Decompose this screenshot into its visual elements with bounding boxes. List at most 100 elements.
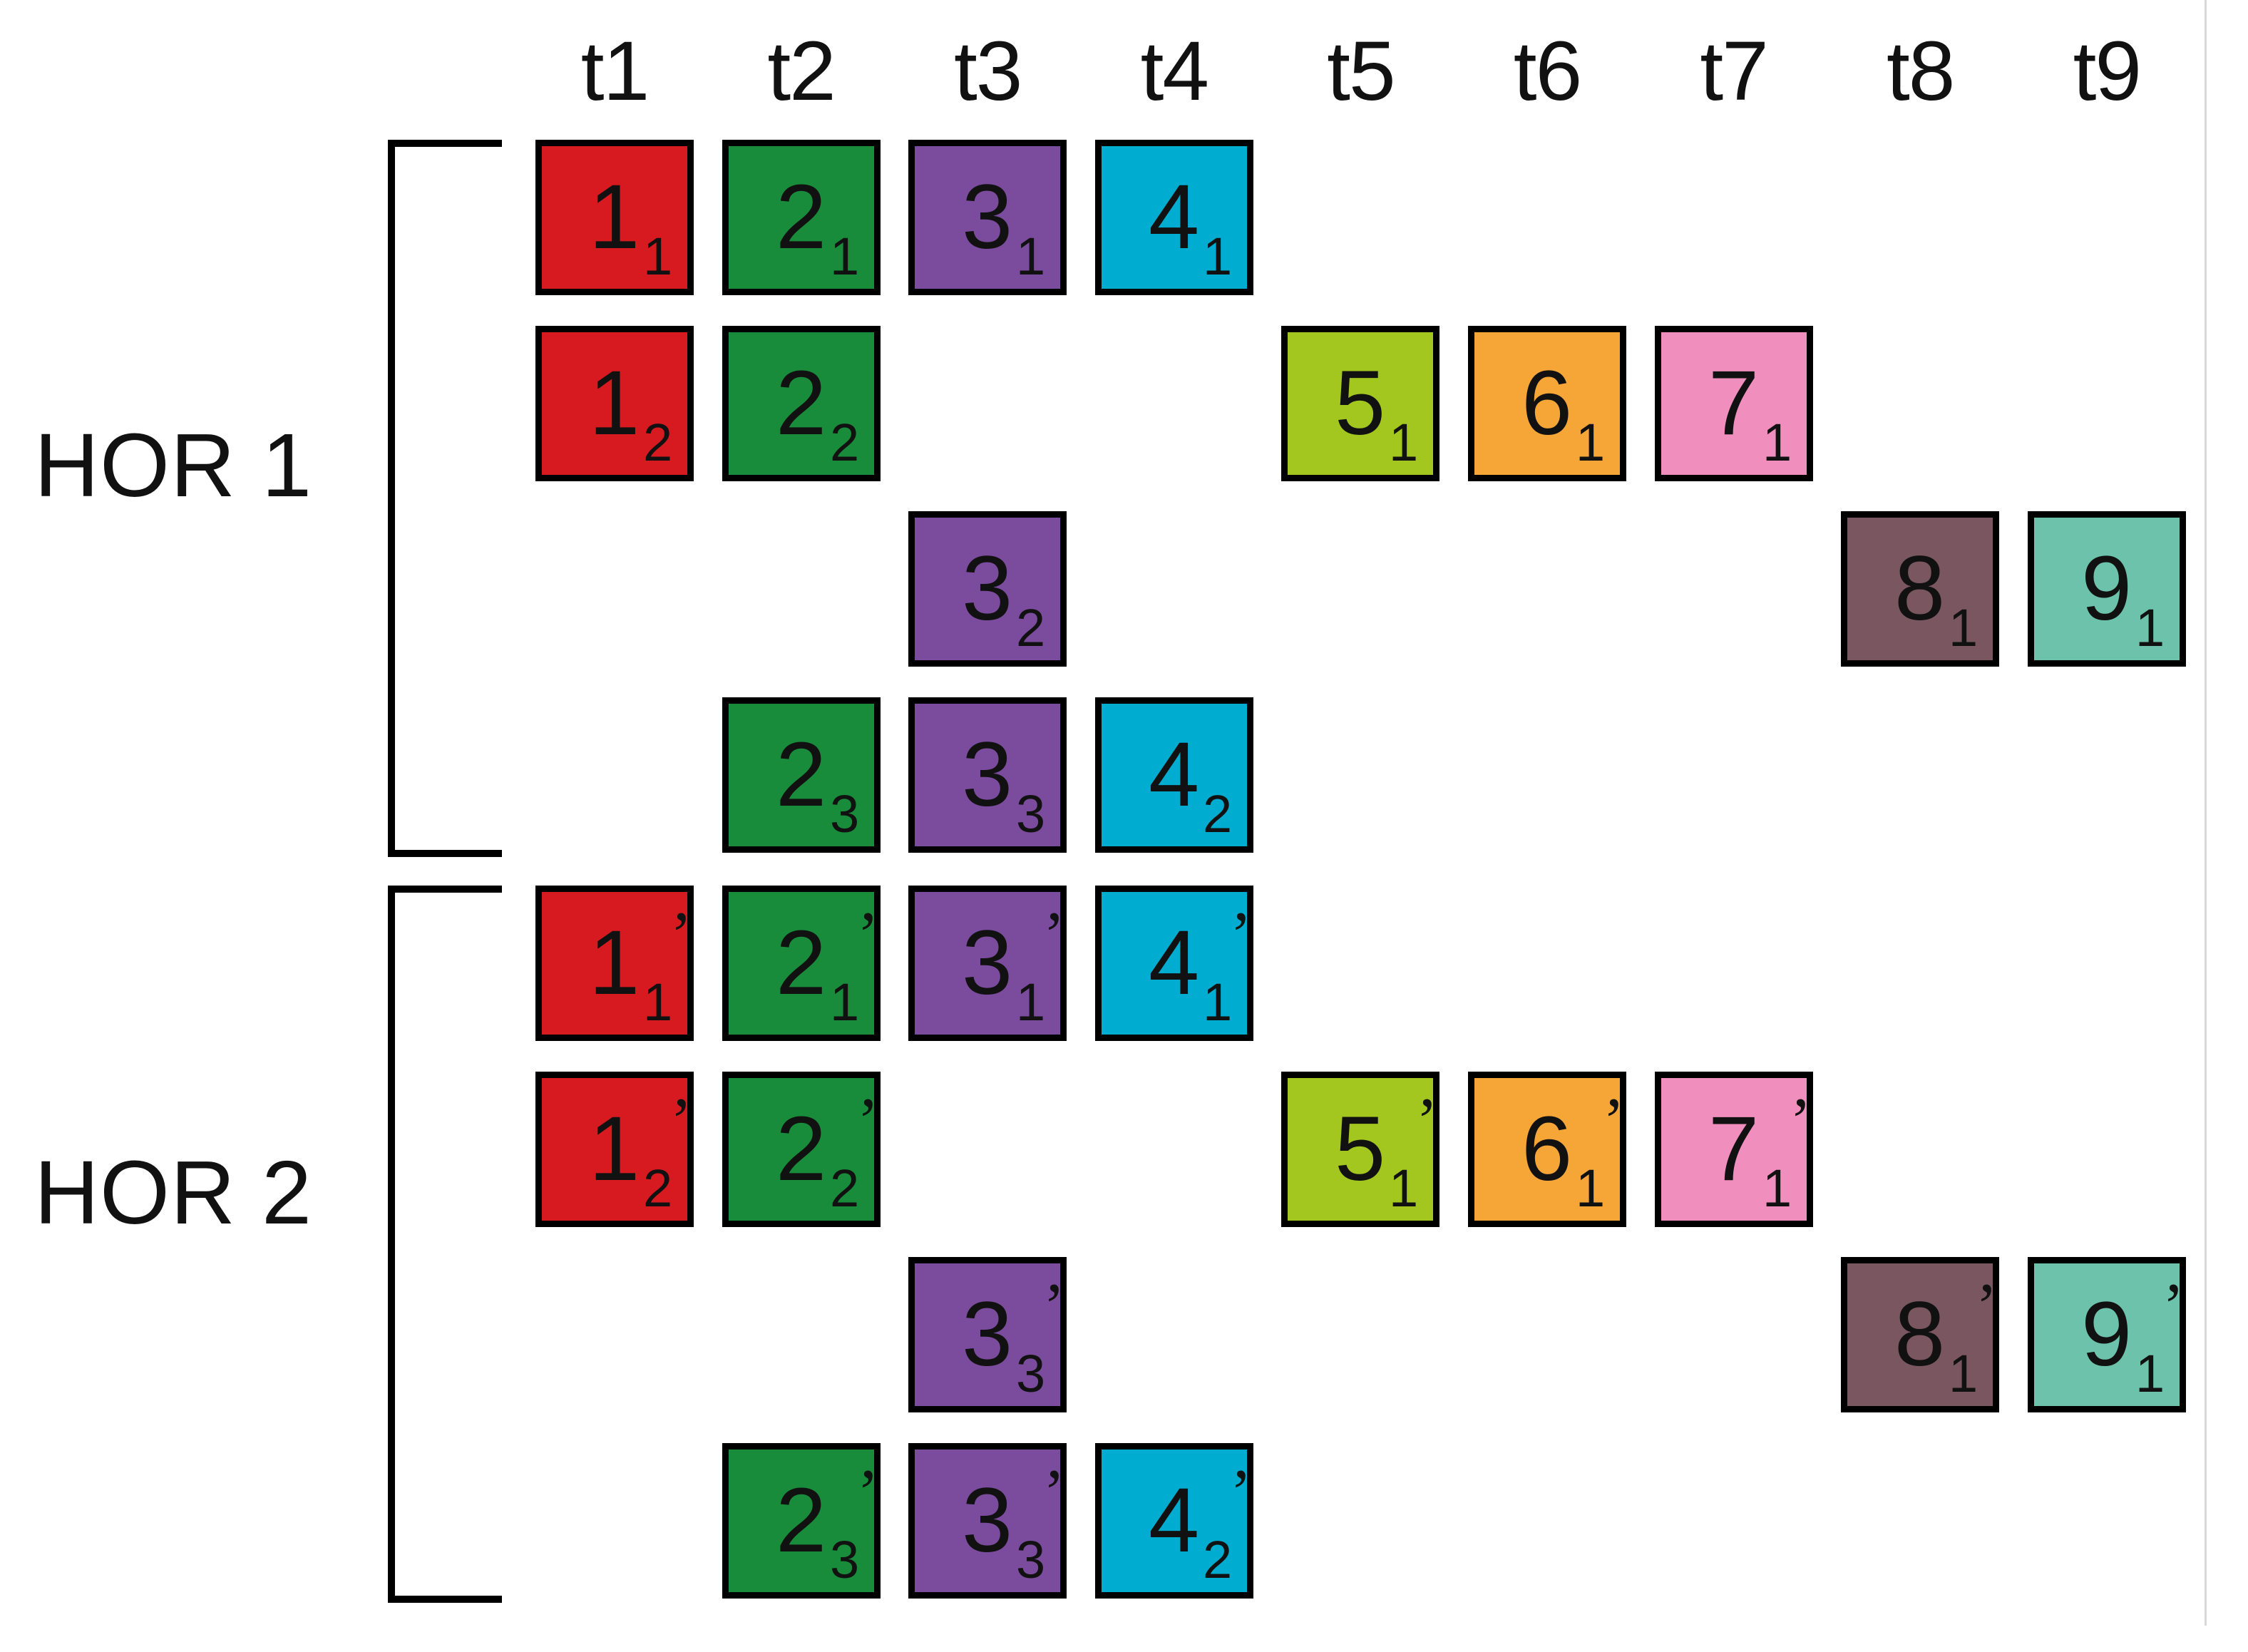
group-bracket [388,140,502,857]
task-subscript: 1 [1016,227,1045,286]
task-number: 5 [1335,1098,1385,1200]
task-subscript: 1 [643,973,672,1032]
task-subscript: 2 [1203,1530,1232,1589]
task-number: 3 [962,912,1012,1014]
task-prime-mark: ’ [1416,1084,1438,1157]
time-step-label-t3: t3 [953,24,1022,118]
task-number: 9 [2081,538,2132,640]
right-border-line [2205,0,2207,1626]
task-subscript: 2 [830,413,859,472]
group-label: HOR 2 [34,1142,313,1243]
task-prime-mark: ’ [2162,1270,2185,1343]
task-prime-mark: ’ [857,898,879,971]
task-subscript: 1 [1389,1159,1418,1218]
task-subscript: 1 [1949,1344,1978,1403]
task-subscript: 1 [1762,413,1792,472]
task-subscript: 1 [830,227,859,286]
time-step-label-t4: t4 [1140,24,1209,118]
task-number: 2 [776,166,826,268]
task-number: 2 [776,1098,826,1200]
task-subscript: 3 [830,1530,859,1589]
task-subscript: 1 [830,973,859,1032]
task-subscript: 2 [830,1159,859,1218]
task-subscript: 1 [1016,973,1045,1032]
task-number: 8 [1894,538,1945,640]
task-number: 2 [776,912,826,1014]
task-subscript: 1 [1203,227,1232,286]
task-number: 3 [962,538,1012,640]
task-number: 3 [962,166,1012,268]
task-number: 4 [1149,912,1199,1014]
task-subscript: 1 [1576,413,1605,472]
task-number: 2 [776,1469,826,1571]
task-subscript: 1 [2135,1344,2165,1403]
task-prime-mark: ’ [1043,1270,1065,1343]
task-subscript: 2 [643,1159,672,1218]
task-subscript: 1 [643,227,672,286]
task-subscript: 3 [1016,1344,1045,1403]
task-subscript: 1 [1389,413,1418,472]
task-number: 4 [1149,724,1199,826]
task-number: 1 [589,1098,640,1200]
time-step-label-t8: t8 [1886,24,1955,118]
task-subscript: 3 [1016,784,1045,843]
task-prime-mark: ’ [1976,1270,1998,1343]
task-number: 2 [776,352,826,454]
task-subscript: 1 [2135,598,2165,657]
task-subscript: 1 [1576,1159,1605,1218]
task-number: 4 [1149,1469,1199,1571]
task-prime-mark: ’ [857,1084,879,1157]
task-prime-mark: ’ [1603,1084,1625,1157]
task-number: 1 [589,912,640,1014]
time-step-label-t7: t7 [1700,24,1768,118]
task-subscript: 2 [1016,598,1045,657]
task-subscript: 3 [830,784,859,843]
time-step-label-t2: t2 [767,24,836,118]
task-number: 5 [1335,352,1385,454]
task-prime-mark: ’ [670,898,692,971]
task-subscript: 2 [643,413,672,472]
task-number: 4 [1149,166,1199,268]
task-prime-mark: ’ [857,1456,879,1529]
task-prime-mark: ’ [1043,1456,1065,1529]
task-number: 6 [1521,1098,1572,1200]
task-number: 7 [1708,352,1759,454]
task-number: 9 [2081,1283,2132,1385]
task-number: 6 [1521,352,1572,454]
task-subscript: 1 [1203,973,1232,1032]
task-subscript: 1 [1762,1159,1792,1218]
task-number: 1 [589,166,640,268]
task-prime-mark: ’ [1043,898,1065,971]
time-step-label-t9: t9 [2073,24,2142,118]
task-subscript: 2 [1203,784,1232,843]
task-prime-mark: ’ [1790,1084,1812,1157]
time-step-label-t5: t5 [1327,24,1395,118]
task-number: 2 [776,724,826,826]
task-number: 1 [589,352,640,454]
